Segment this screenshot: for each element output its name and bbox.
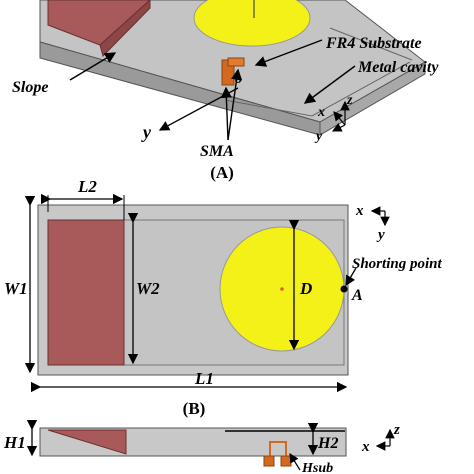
label-metal-cavity: Metal cavity — [357, 59, 439, 76]
label-y-axis: y — [141, 122, 152, 142]
axis-triad-c: x z — [361, 422, 400, 455]
slope-block-side — [99, 0, 151, 57]
label-fr4-substrate: FR4 Substrate — [325, 35, 422, 52]
axis-triad-b: x y — [355, 203, 390, 243]
slope-rect — [47, 219, 125, 366]
svg-text:x: x — [361, 439, 370, 455]
svg-text:y: y — [376, 227, 385, 243]
label-l2: L2 — [77, 177, 97, 196]
label-slope: Slope — [12, 79, 48, 96]
label-d: D — [299, 279, 312, 298]
svg-text:z: z — [346, 93, 353, 108]
shorting-point — [340, 285, 348, 293]
panel-b: L2 W1 W2 D L1 A Shorting point x y (B) — [4, 177, 442, 418]
axis-triad-a: z x y — [314, 93, 353, 144]
label-origin: o — [235, 72, 242, 87]
side-slope — [47, 429, 127, 455]
label-h1: H1 — [3, 433, 26, 452]
svg-text:y: y — [314, 129, 323, 144]
side-probe — [269, 441, 287, 456]
label-hsub: Hsub — [301, 461, 333, 474]
label-a: A — [351, 287, 363, 304]
label-h2: H2 — [317, 435, 338, 452]
feed-point — [280, 287, 284, 291]
svg-text:x: x — [355, 203, 364, 219]
panel-a: FR4 Substrate Metal cavity Slope SMA o y… — [12, 0, 439, 182]
caption-b: (B) — [183, 399, 206, 418]
svg-text:x: x — [317, 105, 325, 120]
panel-c: H1 H2 Hsub x z — [3, 419, 400, 474]
label-w1: W1 — [4, 279, 28, 298]
svg-text:z: z — [393, 422, 400, 438]
label-w2: W2 — [136, 279, 160, 298]
label-shorting-point: Shorting point — [352, 256, 442, 272]
cavity-right-face — [319, 61, 426, 136]
label-sma: SMA — [200, 143, 234, 160]
y-axis-arrow — [158, 87, 239, 131]
caption-a: (A) — [210, 163, 234, 182]
circular-patch — [193, 0, 311, 47]
cavity-inner-rim — [224, 61, 411, 117]
label-l1: L1 — [194, 369, 214, 388]
